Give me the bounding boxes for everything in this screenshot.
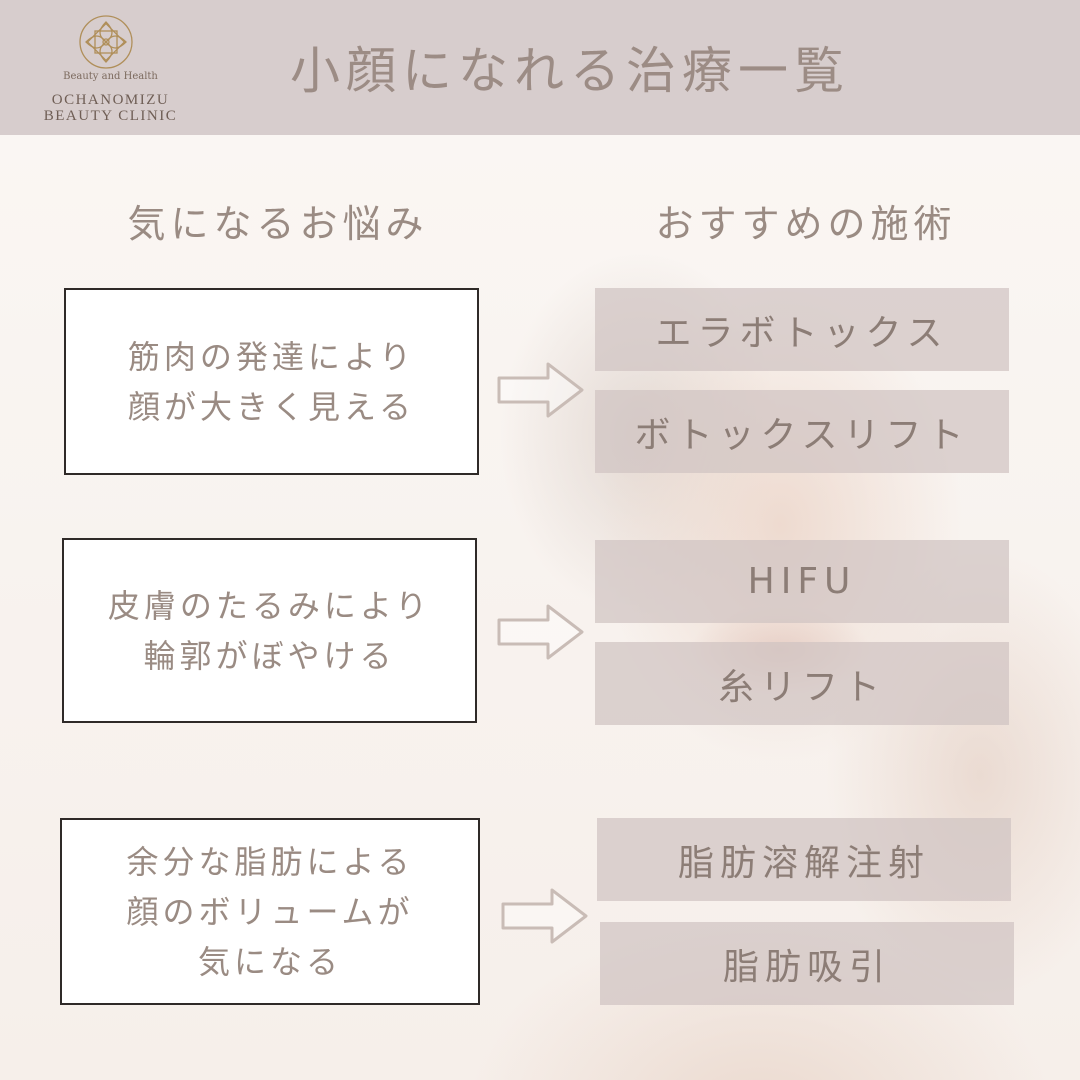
treatment-item: 糸リフト <box>595 642 1009 725</box>
column-heading-concerns: 気になるお悩み <box>127 202 429 246</box>
concern-box: 筋肉の発達により 顔が大きく見える <box>64 288 479 475</box>
logo-name-line2: BEAUTY CLINIC <box>43 108 178 124</box>
concern-line: 皮膚のたるみにより <box>107 586 432 625</box>
treatment-item: ボトックスリフト <box>595 390 1009 473</box>
treatment-item: 脂肪吸引 <box>600 922 1014 1005</box>
concern-line: 余分な脂肪による <box>126 842 414 881</box>
concern-line: 気になる <box>197 942 342 981</box>
arrow-right-icon <box>501 888 588 944</box>
treatment-item: 脂肪溶解注射 <box>597 818 1011 901</box>
lotus-logo-icon <box>79 15 133 69</box>
arrow-right-icon <box>497 362 584 418</box>
logo-tagline: Beauty and Health <box>63 71 158 82</box>
page-title: 小顔になれる治療一覧 <box>290 42 850 100</box>
concern-line: 顔のボリュームが <box>126 892 414 931</box>
concern-box: 皮膚のたるみにより 輪郭がぼやける <box>62 538 477 723</box>
concern-box: 余分な脂肪による 顔のボリュームが 気になる <box>60 818 480 1005</box>
logo-name-line1: OCHANOMIZU <box>51 92 170 108</box>
concern-line: 輪郭がぼやける <box>143 636 396 675</box>
treatment-item: HIFU <box>595 540 1009 623</box>
logo-name: OCHANOMIZU BEAUTY CLINIC <box>28 92 193 124</box>
treatment-item: エラボトックス <box>595 288 1009 371</box>
header-bar: Beauty and Health OCHANOMIZU BEAUTY CLIN… <box>0 0 1080 135</box>
clinic-logo[interactable]: Beauty and Health OCHANOMIZU BEAUTY CLIN… <box>28 14 193 126</box>
concern-line: 顔が大きく見える <box>127 387 416 426</box>
arrow-right-icon <box>497 604 584 660</box>
concern-line: 筋肉の発達により <box>127 337 416 376</box>
column-heading-treatments: おすすめの施術 <box>655 202 957 246</box>
